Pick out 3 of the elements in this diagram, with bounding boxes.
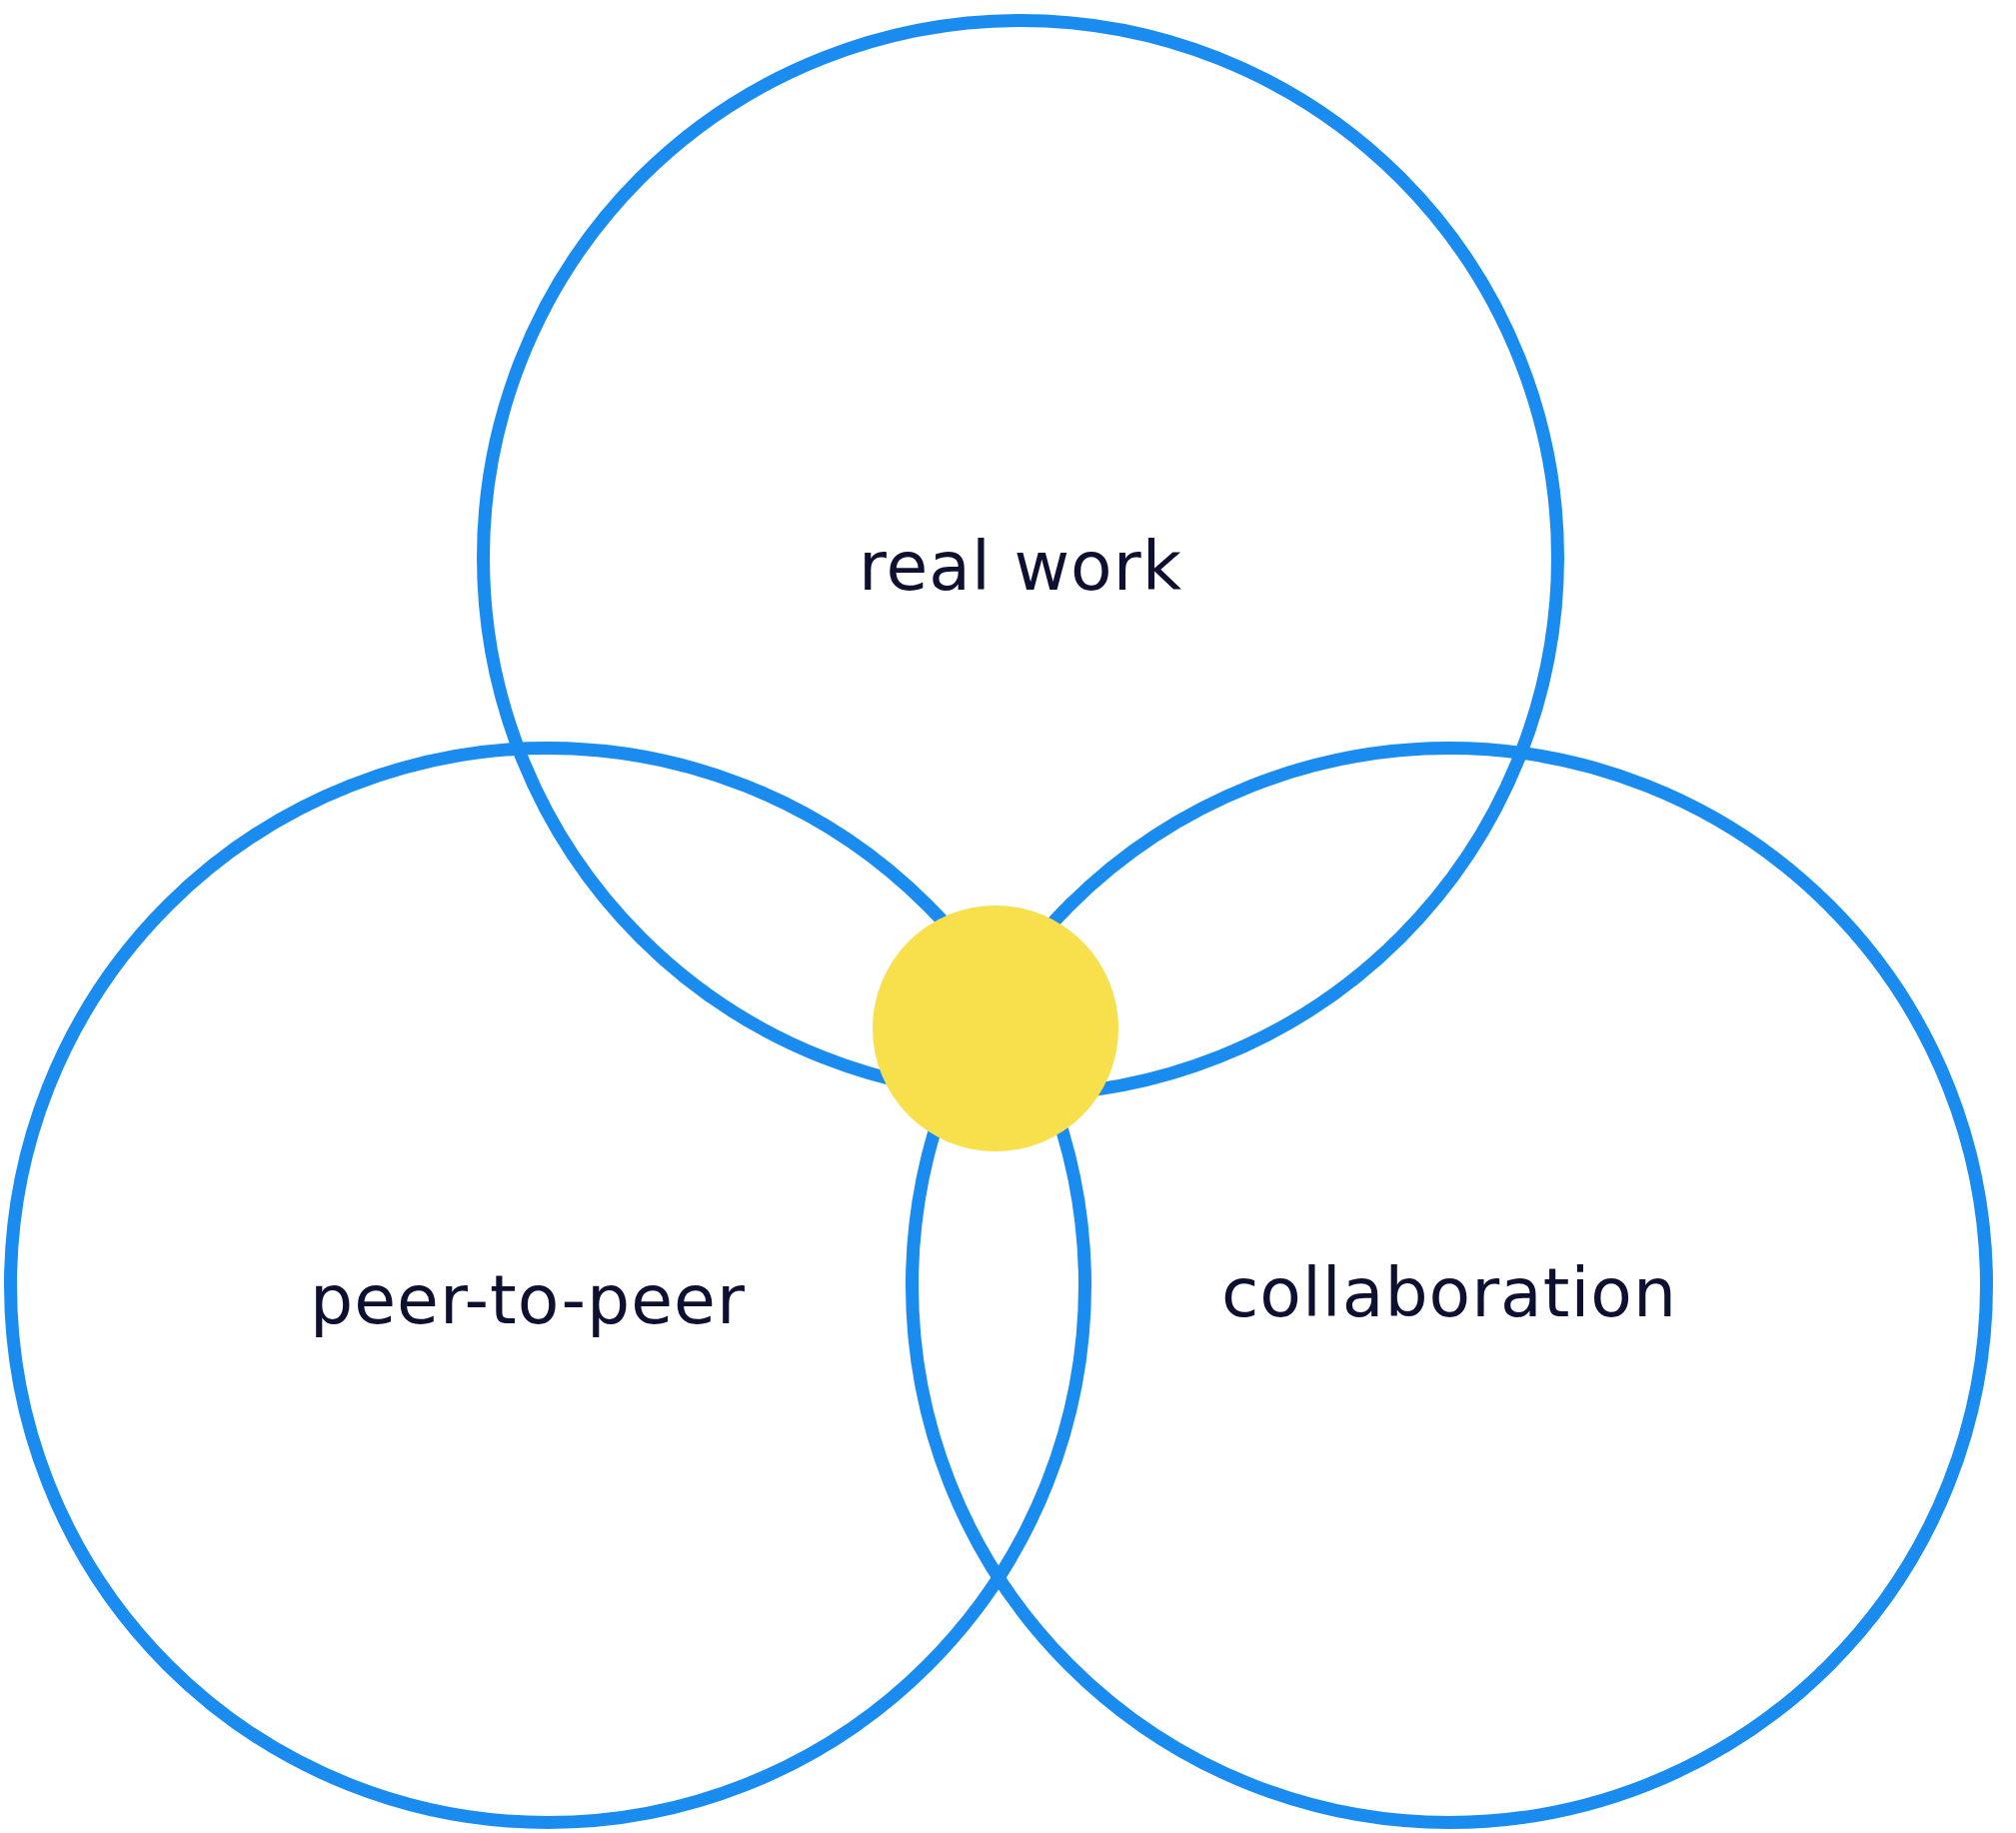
circle-label: real work xyxy=(859,526,1182,606)
circle-label: peer-to-peer xyxy=(310,1259,746,1339)
circle-label: collaboration xyxy=(1220,1252,1678,1332)
